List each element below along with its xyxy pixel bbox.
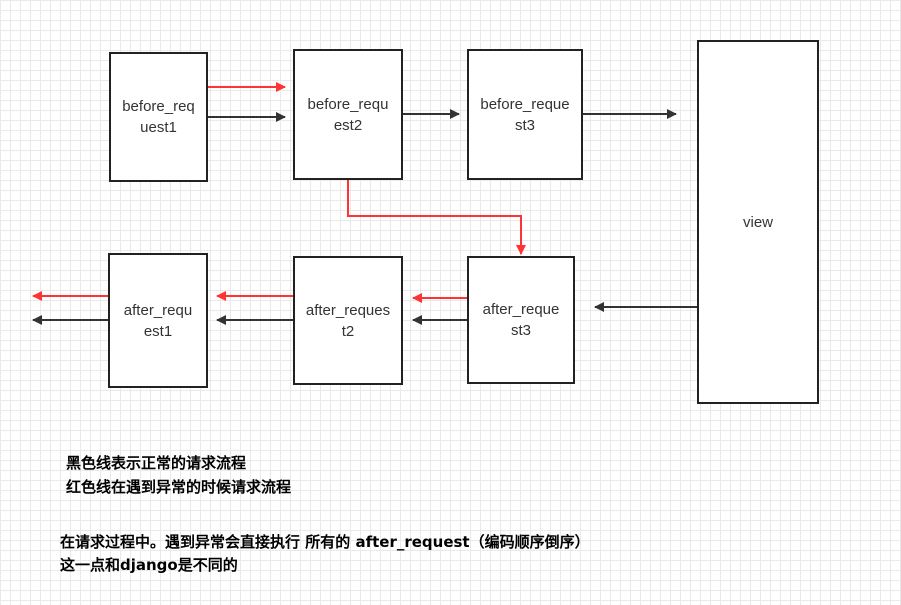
legend-red-line: 红色线在遇到异常的时候请求流程 [66, 478, 292, 496]
arrow-red-br2-to-ar3 [347, 180, 526, 255]
after-request1-node: after_request1 [108, 253, 208, 388]
before-request2-node: before_request2 [293, 49, 403, 180]
after-request2-node: after_request2 [293, 256, 403, 385]
before-request3-node: before_request3 [467, 49, 583, 180]
view-node: view [697, 40, 819, 404]
note-line1: 在请求过程中。遇到异常会直接执行 所有的 after_request（编码顺序倒… [60, 533, 590, 551]
legend-black-line: 黑色线表示正常的请求流程 [66, 454, 247, 472]
after-request3-node: after_request3 [467, 256, 575, 384]
note-line2: 这一点和django是不同的 [60, 556, 238, 574]
before-request1-node: before_request1 [109, 52, 208, 182]
